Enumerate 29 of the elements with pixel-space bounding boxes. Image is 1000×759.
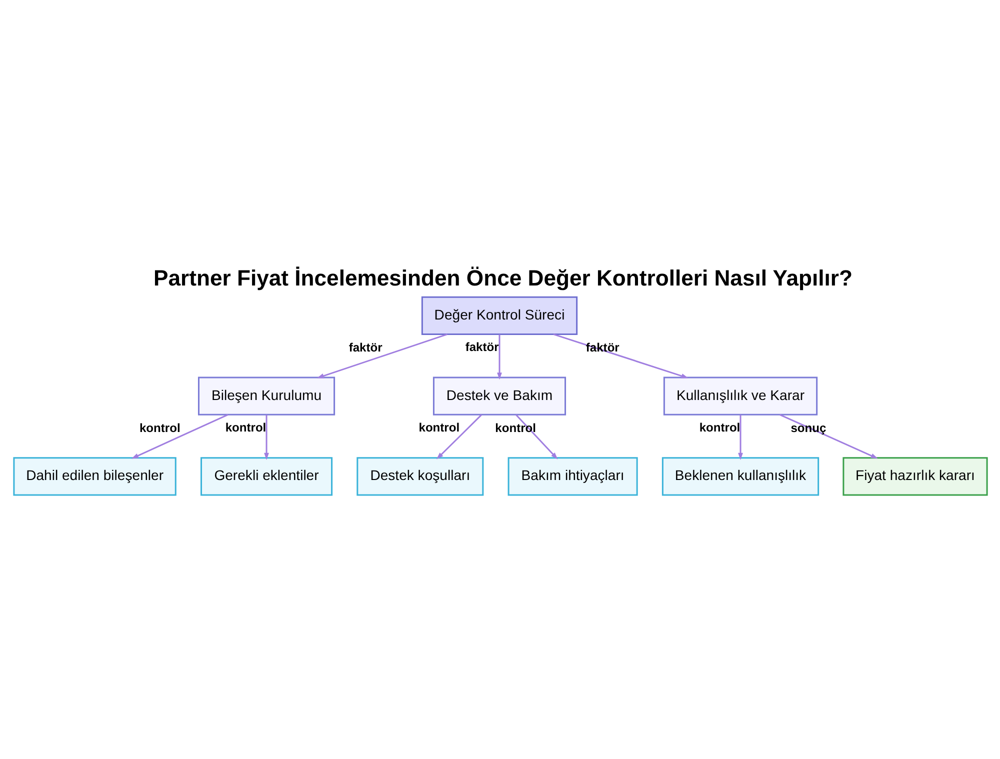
node-box: Fiyat hazırlık kararı <box>842 456 988 496</box>
arrow <box>515 414 558 459</box>
arrow <box>130 413 228 458</box>
arrow <box>496 334 502 380</box>
edge-label: faktör <box>464 340 498 354</box>
node-box: Dahil edilen bileşenler <box>12 456 176 496</box>
node-box: Destek ve Bakım <box>432 376 566 415</box>
edge-label: faktör <box>585 340 619 354</box>
node-box: Destek koşulları <box>356 456 484 496</box>
arrow <box>552 333 688 378</box>
node-box: Bakım ihtiyaçları <box>507 456 638 496</box>
edge-label: kontrol <box>138 420 180 434</box>
edge-label: kontrol <box>224 420 266 434</box>
node-box: Kullanışlılık ve Karar <box>662 376 818 415</box>
node-box: Gerekli eklentiler <box>200 456 332 496</box>
edge-label: sonuç <box>790 420 826 434</box>
edge-label: kontrol <box>698 420 740 434</box>
node-box: Beklenen kullanışlılık <box>661 456 819 496</box>
arrow <box>264 414 268 460</box>
node-box: Değer Kontrol Süreci <box>420 296 578 335</box>
arrow <box>316 333 447 378</box>
arrow <box>778 413 878 458</box>
diagram-title: Partner Fiyat İncelemesinden Önce Değer Kontrolleri Nasıl Yapılır? <box>153 265 852 290</box>
arrow <box>436 414 482 459</box>
edge-label: kontrol <box>494 420 536 435</box>
edge-label: faktör <box>348 340 382 354</box>
node-box: Bileşen Kurulumu <box>197 376 335 415</box>
arrow <box>738 414 742 460</box>
edge-label: kontrol <box>418 420 460 434</box>
